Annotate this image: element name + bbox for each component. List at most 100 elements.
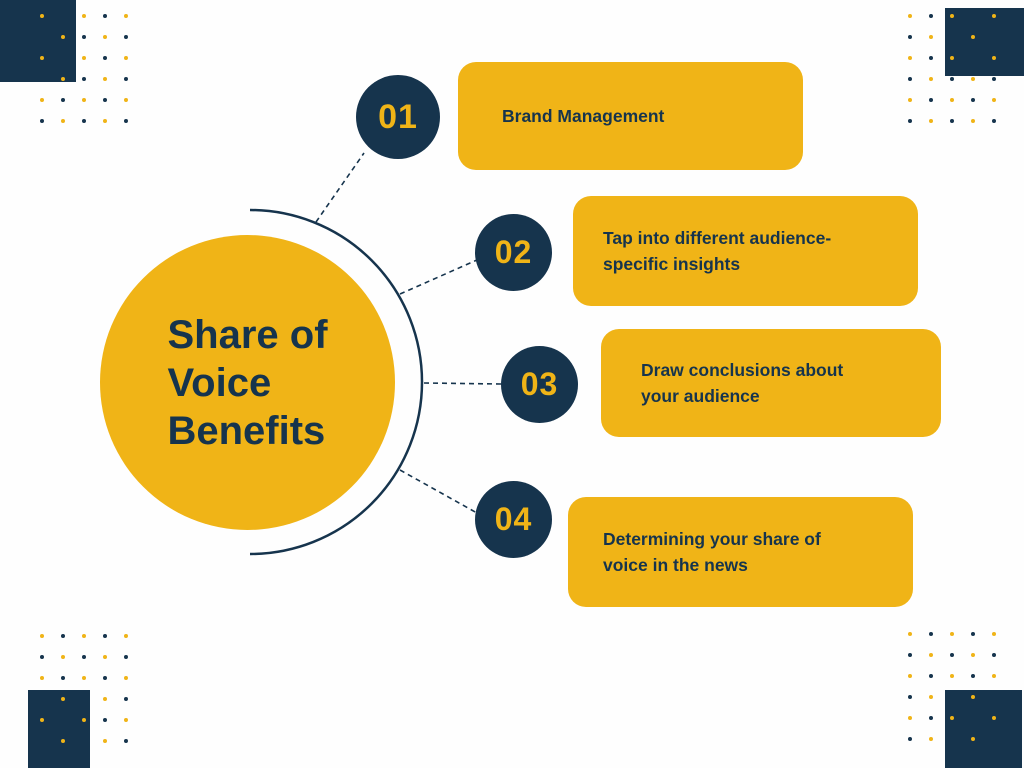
item-number-4: 04 xyxy=(494,501,533,537)
dot-grid xyxy=(908,14,996,123)
item-label-1: Brand Management xyxy=(502,105,665,126)
decorative-dot xyxy=(40,119,44,123)
decorative-dot xyxy=(124,697,128,701)
title-line-1: Share of xyxy=(167,312,328,357)
decorative-dot xyxy=(124,739,128,743)
decorative-dot xyxy=(971,14,975,18)
corner-square-bottom-left xyxy=(28,690,90,768)
decorative-dot xyxy=(82,35,86,39)
decorative-dot xyxy=(950,737,954,741)
decorative-dot xyxy=(40,35,44,39)
corner-square-top-left xyxy=(0,0,76,82)
decorative-dot xyxy=(103,718,107,722)
connector-line-3 xyxy=(423,382,502,385)
decorative-dot xyxy=(992,119,996,123)
decorative-dot xyxy=(971,695,975,699)
decorative-dot xyxy=(103,14,107,18)
connector-line-2 xyxy=(399,259,478,295)
decorative-dot xyxy=(992,56,996,60)
decorative-dot xyxy=(82,98,86,102)
decorative-dot xyxy=(908,653,912,657)
decorative-dot xyxy=(908,77,912,81)
decorative-dot xyxy=(82,14,86,18)
decorative-dot xyxy=(40,14,44,18)
decorative-dot xyxy=(40,697,44,701)
decorative-dot xyxy=(61,119,65,123)
decorative-dot xyxy=(40,676,44,680)
title-circle: Share of Voice Benefits xyxy=(100,235,395,530)
decorative-dot xyxy=(950,35,954,39)
dot-grid xyxy=(40,634,128,743)
decorative-dot xyxy=(929,98,933,102)
decorative-dot xyxy=(950,695,954,699)
decorative-dot xyxy=(124,98,128,102)
corner-square-bottom-right xyxy=(945,690,1022,768)
decorative-dot xyxy=(971,674,975,678)
decorative-dot xyxy=(950,653,954,657)
decorative-dot xyxy=(103,697,107,701)
decorative-dot xyxy=(950,56,954,60)
decorative-dot xyxy=(971,35,975,39)
decorative-dot xyxy=(124,35,128,39)
decorative-dot xyxy=(950,716,954,720)
decorative-dot xyxy=(124,56,128,60)
decorative-dot xyxy=(40,98,44,102)
decorative-dot xyxy=(61,634,65,638)
decorative-dot xyxy=(992,674,996,678)
decorative-dot xyxy=(124,634,128,638)
decorative-dot xyxy=(971,716,975,720)
decorative-dot xyxy=(908,14,912,18)
decorative-dot xyxy=(61,718,65,722)
decorative-dot xyxy=(61,98,65,102)
decorative-dot xyxy=(929,77,933,81)
decorative-dot xyxy=(929,653,933,657)
decorative-dot xyxy=(82,655,86,659)
corner-square-top-right xyxy=(945,8,1024,76)
item-card-2: Tap into different audience-specific ins… xyxy=(573,196,918,306)
decorative-dot xyxy=(103,119,107,123)
decorative-dot xyxy=(103,98,107,102)
decorative-dot xyxy=(908,632,912,636)
decorative-dot xyxy=(61,77,65,81)
decorative-dot xyxy=(40,56,44,60)
decorative-dot xyxy=(971,653,975,657)
decorative-dot xyxy=(103,56,107,60)
decorative-dot xyxy=(992,716,996,720)
decorative-dot xyxy=(929,56,933,60)
decorative-dot xyxy=(929,35,933,39)
decorative-dot xyxy=(929,737,933,741)
decorative-dot xyxy=(929,716,933,720)
decorative-dot xyxy=(971,632,975,636)
decorative-dot xyxy=(103,739,107,743)
decorative-dot xyxy=(61,697,65,701)
item-label-3: Draw conclusions about your audience xyxy=(641,359,844,406)
decorative-dot xyxy=(992,98,996,102)
decorative-dot xyxy=(82,676,86,680)
title-line-2: Voice xyxy=(167,360,272,405)
decorative-dot xyxy=(40,739,44,743)
decorative-dot xyxy=(971,77,975,81)
decorative-dot xyxy=(929,119,933,123)
decorative-dot xyxy=(992,14,996,18)
decorative-dot xyxy=(950,14,954,18)
decorative-dot xyxy=(971,119,975,123)
decorative-dot xyxy=(61,14,65,18)
decorative-dot xyxy=(908,119,912,123)
decorative-dot xyxy=(82,119,86,123)
item-number-2: 02 xyxy=(494,234,533,270)
decorative-dot xyxy=(908,674,912,678)
decorative-dot xyxy=(929,14,933,18)
decorative-dot xyxy=(908,98,912,102)
decorative-dot xyxy=(971,737,975,741)
decorative-dot xyxy=(40,77,44,81)
decorative-dot xyxy=(971,98,975,102)
decorative-dot xyxy=(929,632,933,636)
decorative-dot xyxy=(61,655,65,659)
decorative-dot xyxy=(124,77,128,81)
decorative-dot xyxy=(971,56,975,60)
decorative-dot xyxy=(103,655,107,659)
decorative-dot xyxy=(124,119,128,123)
decorative-dot xyxy=(103,634,107,638)
decorative-dot xyxy=(992,35,996,39)
